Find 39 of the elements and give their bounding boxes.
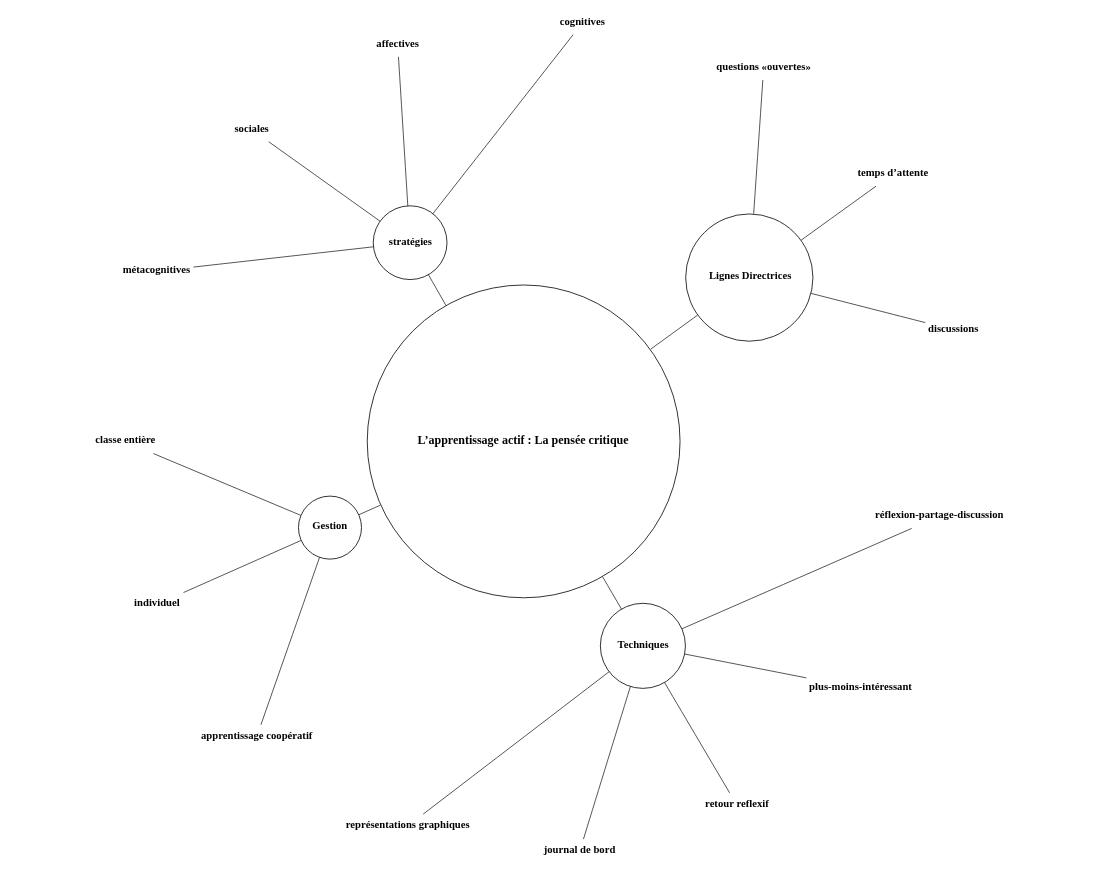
node-circle: Lignes Directrices [685,213,814,342]
node-text: affectives [376,36,419,49]
connector [260,557,320,726]
connector [684,653,807,679]
node-circle: Techniques [599,602,686,689]
connector [428,274,447,306]
node-text: individuel [134,595,180,608]
connector [153,453,302,516]
node-text: questions «ouvertes» [716,59,811,72]
connector [681,528,912,630]
connector [664,682,730,794]
connector [358,504,381,516]
connector [268,141,381,222]
node-text: apprentissage coopératif [201,728,313,741]
node-text: sociales [234,121,269,134]
connector [810,293,926,323]
connector [422,671,610,815]
connector [193,246,374,268]
node-circle: Gestion [298,495,362,560]
node-text: discussions [928,321,979,334]
node-circle: L’apprentissage actif : La pensée critique [366,284,681,599]
connector [432,34,574,215]
node-text: temps d’attente [857,165,929,178]
connector [753,79,764,215]
node-text: retour reflexif [705,796,769,809]
node-text: métacognitives [122,263,191,276]
connector [183,540,302,593]
node-circle: stratégies [372,205,448,280]
node-text: représentations graphiques [345,818,470,831]
connector [398,56,409,207]
connector [650,314,698,350]
node-text: réflexion-partage-discussion [874,508,1004,521]
connector [583,686,631,840]
connector [602,576,622,610]
connector [800,185,877,241]
node-text: cognitives [559,14,605,27]
node-text: plus-moins-intéressant [809,680,912,693]
node-text: journal de bord [543,843,616,856]
node-text: classe entière [95,433,156,446]
